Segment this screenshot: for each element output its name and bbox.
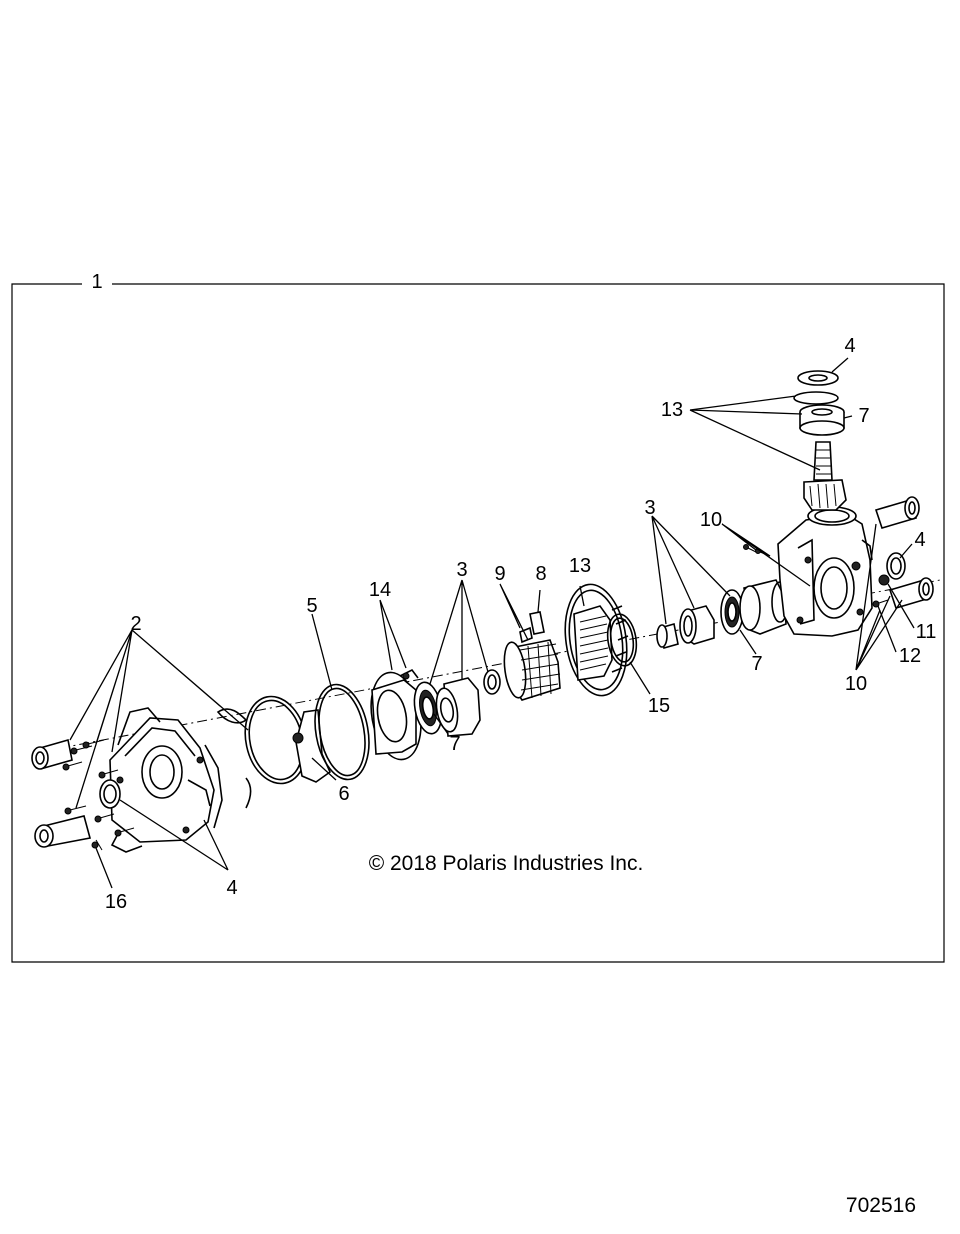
- bushing-right-upper: [874, 496, 920, 529]
- ring-gear-middle: [564, 583, 629, 697]
- callout-4-left: 4: [226, 877, 237, 899]
- callout-2: 2: [130, 613, 141, 635]
- plug-11: [878, 574, 890, 586]
- bushing-upper: [31, 738, 73, 770]
- bearing-middle: [413, 681, 443, 735]
- screw-12: [872, 599, 889, 608]
- callout-7-middle: 7: [449, 733, 460, 755]
- clip-wire-lower: [245, 777, 252, 809]
- right-housing: [777, 506, 873, 637]
- callout-3-right: 3: [644, 497, 655, 519]
- screws-left: [62, 739, 135, 851]
- roller-cage: [503, 626, 561, 701]
- clip-wire: [216, 708, 248, 724]
- callout-10-upper: 10: [700, 509, 722, 531]
- document-number: 702516: [846, 1194, 916, 1217]
- top-washer: [797, 370, 839, 386]
- callout-9: 9: [494, 563, 505, 585]
- pinion-shaft: [803, 441, 847, 511]
- o-ring-middle: [606, 613, 638, 667]
- bearing-race-middle: [435, 669, 501, 737]
- assembly-frame: [11, 283, 945, 963]
- callout-1: 1: [91, 271, 102, 293]
- shim-ring: [314, 683, 370, 781]
- callout-4-right: 4: [914, 529, 925, 551]
- top-bearing: [799, 404, 845, 436]
- callout-13-middle: 13: [569, 555, 591, 577]
- callout-8: 8: [535, 563, 546, 585]
- copyright-notice: © 2018 Polaris Industries Inc.: [369, 852, 644, 875]
- callout-10-lower: 10: [845, 673, 867, 695]
- bushing-lower: [34, 815, 91, 848]
- bushing-right-lower: [888, 577, 934, 609]
- callout-7-top: 7: [858, 405, 869, 427]
- seal-ring-right: [886, 552, 906, 580]
- top-snap-ring: [793, 391, 839, 405]
- armature-plate: [370, 668, 422, 761]
- callout-6: 6: [338, 783, 349, 805]
- callout-5: 5: [306, 595, 317, 617]
- callout-11: 11: [916, 621, 937, 643]
- sleeve-right: [739, 579, 789, 635]
- callout-13-top: 13: [661, 399, 683, 421]
- callout-labels: 1 2 3 3 4 4 4 5 6 7 7 7 8 9 10 10 11 12 …: [91, 271, 936, 913]
- leader-lines: [69, 357, 915, 889]
- friction-plate: [292, 709, 331, 783]
- callout-16: 16: [105, 891, 127, 913]
- callout-3-middle: 3: [456, 559, 467, 581]
- bearing-right: [720, 589, 744, 635]
- callout-14: 14: [369, 579, 391, 601]
- bearing-race-right: [656, 605, 715, 650]
- seal-ring-left: [99, 779, 121, 809]
- callout-4-top: 4: [844, 335, 855, 357]
- callout-15: 15: [648, 695, 670, 717]
- callout-7-right: 7: [751, 653, 762, 675]
- callout-12: 12: [899, 645, 921, 667]
- pin: [529, 611, 545, 635]
